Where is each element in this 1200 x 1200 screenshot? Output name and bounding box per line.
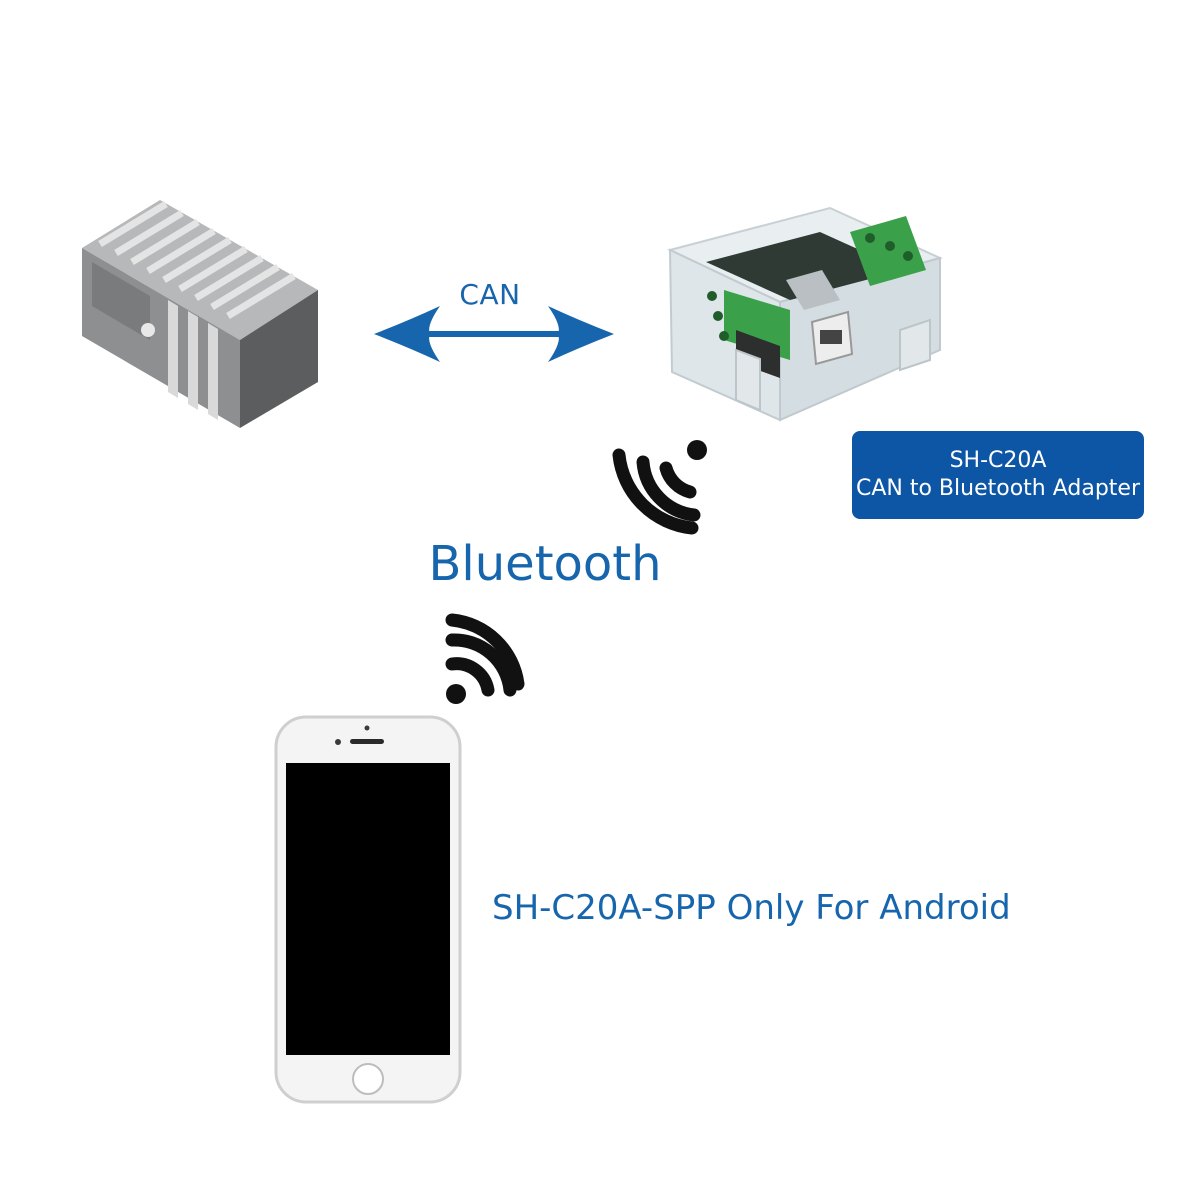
- smartphone-icon: [274, 715, 462, 1104]
- plc-icon: [82, 200, 318, 428]
- adapter-model: SH-C20A: [949, 448, 1047, 473]
- adapter-device-icon: [667, 206, 943, 422]
- bluetooth-link-label: Bluetooth: [428, 536, 662, 592]
- can-link-label: CAN: [459, 278, 521, 311]
- wireless-signal-icon: [612, 440, 707, 535]
- android-only-note: SH-C20A-SPP Only For Android: [492, 888, 1011, 928]
- wireless-signal-icon: [445, 613, 525, 704]
- adapter-badge: SH-C20A CAN to Bluetooth Adapter: [852, 431, 1144, 519]
- can-arrow-icon: [374, 306, 614, 362]
- adapter-description: CAN to Bluetooth Adapter: [855, 476, 1140, 501]
